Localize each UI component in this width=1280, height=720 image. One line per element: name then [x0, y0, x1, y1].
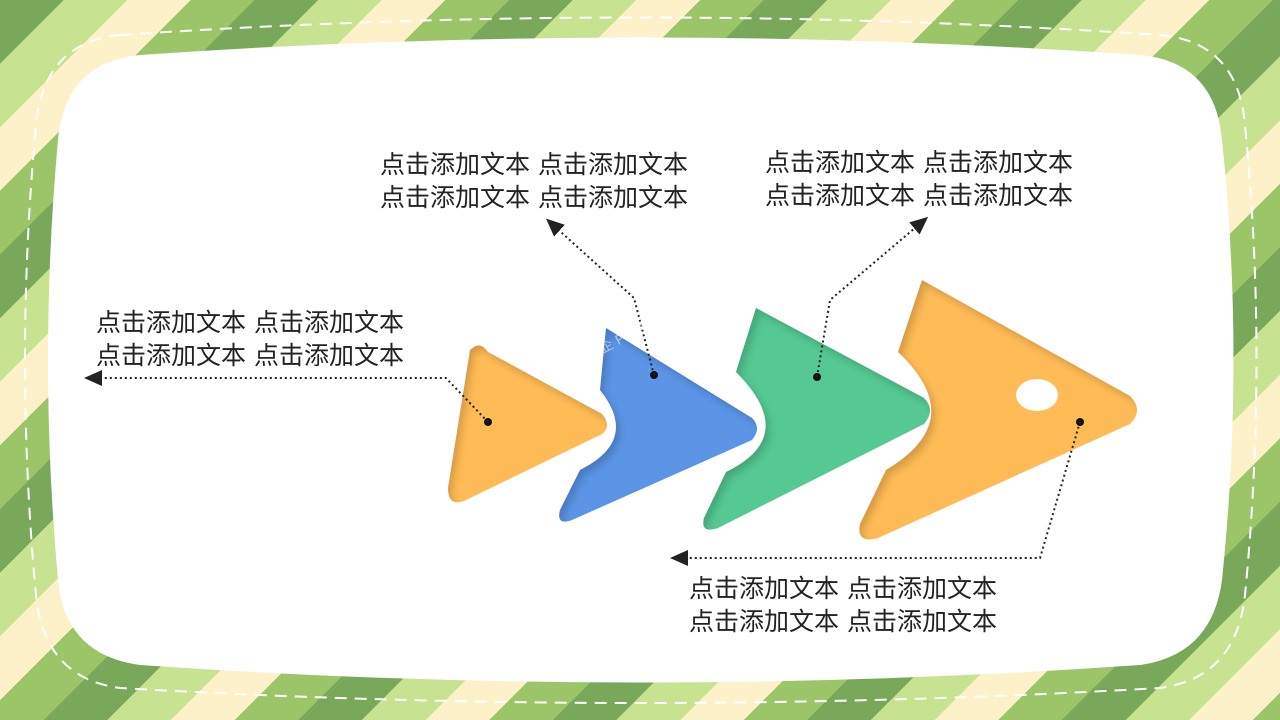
orange-fish-head [859, 280, 1137, 540]
callout-line: 点击添加文本 点击添加文本 [96, 341, 404, 370]
connector-line-top-center [546, 218, 655, 376]
orange-small-triangle [448, 345, 607, 503]
connector-line-bottom [670, 421, 1081, 566]
green-arrow [703, 308, 930, 530]
connector-line-top-right [816, 216, 929, 378]
connector-line-left [84, 370, 489, 423]
callout-left[interactable]: 点击添加文本 点击添加文本 点击添加文本 点击添加文本 [96, 306, 404, 372]
callout-line: 点击添加文本 点击添加文本 [689, 607, 997, 636]
callout-line: 点击添加文本 点击添加文本 [765, 148, 1073, 177]
callout-line: 点击添加文本 点击添加文本 [765, 181, 1073, 210]
callout-line: 点击添加文本 点击添加文本 [380, 150, 688, 179]
blue-arrow [559, 328, 757, 522]
callout-line: 点击添加文本 点击添加文本 [689, 574, 997, 603]
callout-top-right[interactable]: 点击添加文本 点击添加文本 点击添加文本 点击添加文本 [765, 146, 1073, 212]
callout-line: 点击添加文本 点击添加文本 [96, 308, 404, 337]
callout-top-center[interactable]: 点击添加文本 点击添加文本 点击添加文本 点击添加文本 [380, 148, 688, 214]
callout-line: 点击添加文本 点击添加文本 [380, 183, 688, 212]
fish-eye [1016, 379, 1058, 411]
stitched-border [24, 16, 1258, 704]
callout-bottom[interactable]: 点击添加文本 点击添加文本 点击添加文本 点击添加文本 [689, 572, 997, 638]
